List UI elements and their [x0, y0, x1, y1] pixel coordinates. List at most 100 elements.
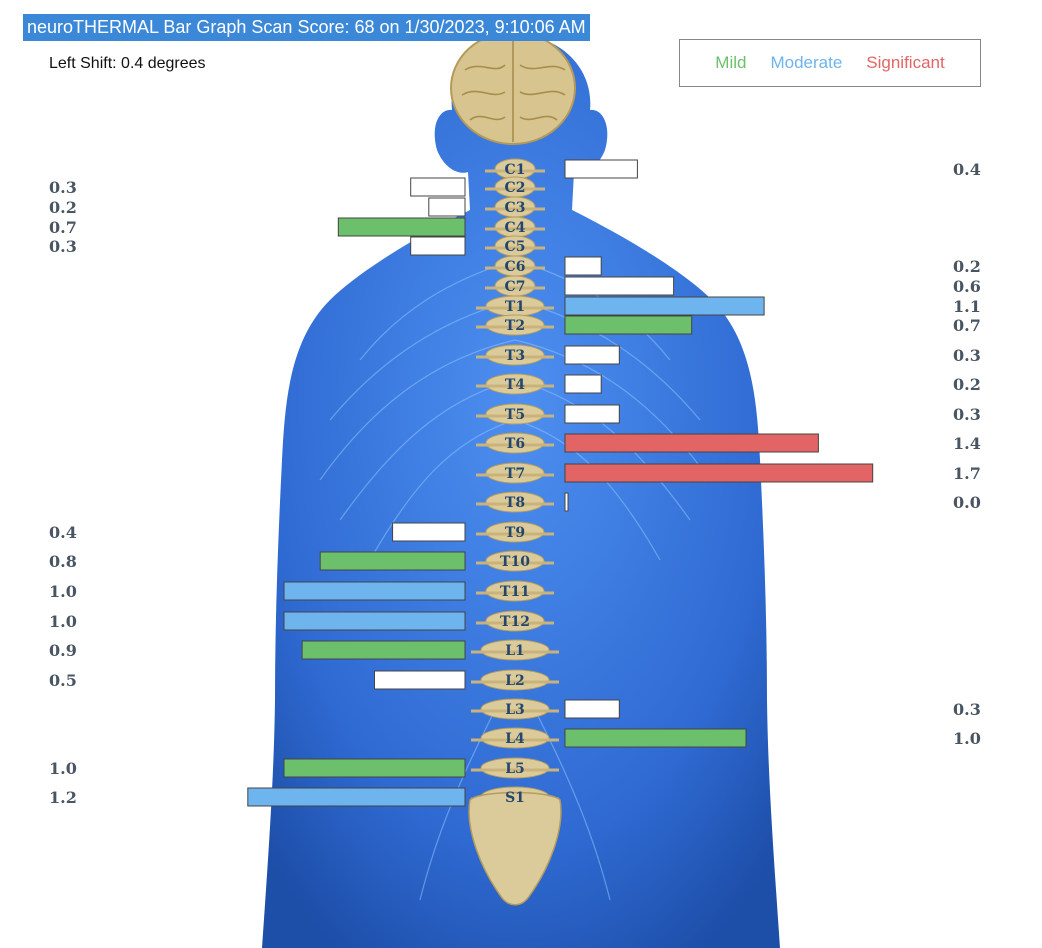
value-label-left-c5: 0.3 [49, 237, 77, 256]
bar-left-l1 [301, 640, 466, 660]
bar-right-t3 [564, 345, 620, 365]
shift-readout: Left Shift: 0.4 degrees [49, 55, 206, 72]
bar-left-c3 [428, 197, 466, 217]
bar-right-t7 [564, 463, 874, 483]
bar-right-c7 [564, 276, 675, 296]
vertebra-l2 [480, 669, 550, 691]
bar-left-t12 [283, 611, 466, 631]
segment-label-l5: L5 [505, 761, 525, 777]
vertebra-l4 [480, 727, 550, 749]
vertebra-t9 [485, 521, 545, 543]
bar-right-t6 [564, 433, 819, 453]
value-label-right-t5: 0.3 [953, 405, 981, 424]
legend-significant: Significant [866, 53, 945, 72]
segment-label-l1: L1 [505, 643, 525, 659]
value-label-right-c6: 0.2 [953, 257, 981, 276]
value-label-right-t3: 0.3 [953, 346, 981, 365]
value-label-right-c1: 0.4 [953, 160, 981, 179]
bar-right-t8 [564, 492, 569, 512]
segment-label-t3: T3 [505, 348, 525, 364]
segment-label-t7: T7 [505, 466, 525, 482]
value-label-left-l2: 0.5 [49, 671, 77, 690]
segment-label-c7: C7 [505, 279, 526, 295]
vertebra-l1 [480, 639, 550, 661]
segment-label-l2: L2 [505, 673, 525, 689]
segment-label-t5: T5 [505, 407, 525, 423]
vertebra-t12 [485, 610, 545, 632]
bar-right-c1 [564, 159, 638, 179]
bar-left-l2 [374, 670, 466, 690]
vertebra-t5 [485, 403, 545, 425]
bar-left-c2 [410, 177, 466, 197]
bar-left-s1 [247, 787, 466, 807]
value-label-right-t1: 1.1 [953, 297, 981, 316]
value-label-left-t10: 0.8 [49, 552, 77, 571]
bar-right-t2 [564, 315, 693, 335]
bar-right-c6 [564, 256, 602, 276]
segment-label-t8: T8 [505, 495, 525, 511]
segment-label-t2: T2 [505, 318, 525, 334]
segment-label-c2: C2 [505, 180, 526, 196]
value-label-right-c7: 0.6 [953, 277, 981, 296]
vertebra-t2 [485, 314, 545, 336]
scan-title: neuroTHERMAL Bar Graph Scan Score: 68 on… [23, 14, 590, 41]
value-label-right-t2: 0.7 [953, 316, 981, 335]
bar-left-t10 [319, 551, 466, 571]
value-label-right-l4: 1.0 [953, 729, 981, 748]
segment-label-c6: C6 [505, 259, 526, 275]
bar-left-c5 [410, 236, 466, 256]
bar-left-c4 [337, 217, 466, 237]
bar-right-t4 [564, 374, 602, 394]
value-label-left-t9: 0.4 [49, 523, 77, 542]
bar-left-t9 [392, 522, 466, 542]
segment-label-c3: C3 [505, 200, 526, 216]
legend: Mild Moderate Significant [679, 39, 981, 87]
legend-mild: Mild [715, 53, 747, 72]
segment-label-t6: T6 [505, 436, 525, 452]
value-label-left-s1: 1.2 [49, 788, 77, 807]
bar-left-l5 [283, 758, 466, 778]
vertebra-t11 [485, 580, 545, 602]
value-label-left-c4: 0.7 [49, 218, 77, 237]
value-label-left-l1: 0.9 [49, 641, 77, 660]
vertebra-t8 [485, 491, 545, 513]
body-silhouette [262, 35, 780, 948]
bar-right-l3 [564, 699, 620, 719]
vertebra-t10 [485, 550, 545, 572]
vertebra-t3 [485, 344, 545, 366]
value-label-right-l3: 0.3 [953, 700, 981, 719]
segment-label-t1: T1 [505, 299, 525, 315]
bar-left-t11 [283, 581, 466, 601]
segment-label-c4: C4 [505, 220, 526, 236]
vertebra-t7 [485, 462, 545, 484]
segment-label-t9: T9 [505, 525, 525, 541]
value-label-left-c3: 0.2 [49, 198, 77, 217]
value-label-left-c2: 0.3 [49, 178, 77, 197]
bar-right-t1 [564, 296, 765, 316]
segment-label-t10: T10 [500, 554, 530, 570]
value-label-right-t6: 1.4 [953, 434, 981, 453]
value-label-left-t11: 1.0 [49, 582, 77, 601]
bar-right-l4 [564, 728, 747, 748]
legend-moderate: Moderate [770, 53, 843, 72]
segment-label-c5: C5 [505, 239, 526, 255]
segment-label-t12: T12 [500, 614, 530, 630]
value-label-left-l5: 1.0 [49, 759, 77, 778]
segment-label-t11: T11 [500, 584, 530, 600]
value-label-right-t8: 0.0 [953, 493, 981, 512]
value-label-right-t4: 0.2 [953, 375, 981, 394]
vertebra-l5 [480, 757, 550, 779]
vertebra-t6 [485, 432, 545, 454]
vertebra-l3 [480, 698, 550, 720]
segment-label-l3: L3 [505, 702, 525, 718]
segment-label-c1: C1 [505, 162, 526, 178]
segment-label-l4: L4 [505, 731, 525, 747]
value-label-right-t7: 1.7 [953, 464, 981, 483]
bar-right-t5 [564, 404, 620, 424]
segment-label-s1: S1 [505, 790, 525, 806]
sacrum-shape [468, 791, 562, 906]
value-label-left-t12: 1.0 [49, 612, 77, 631]
